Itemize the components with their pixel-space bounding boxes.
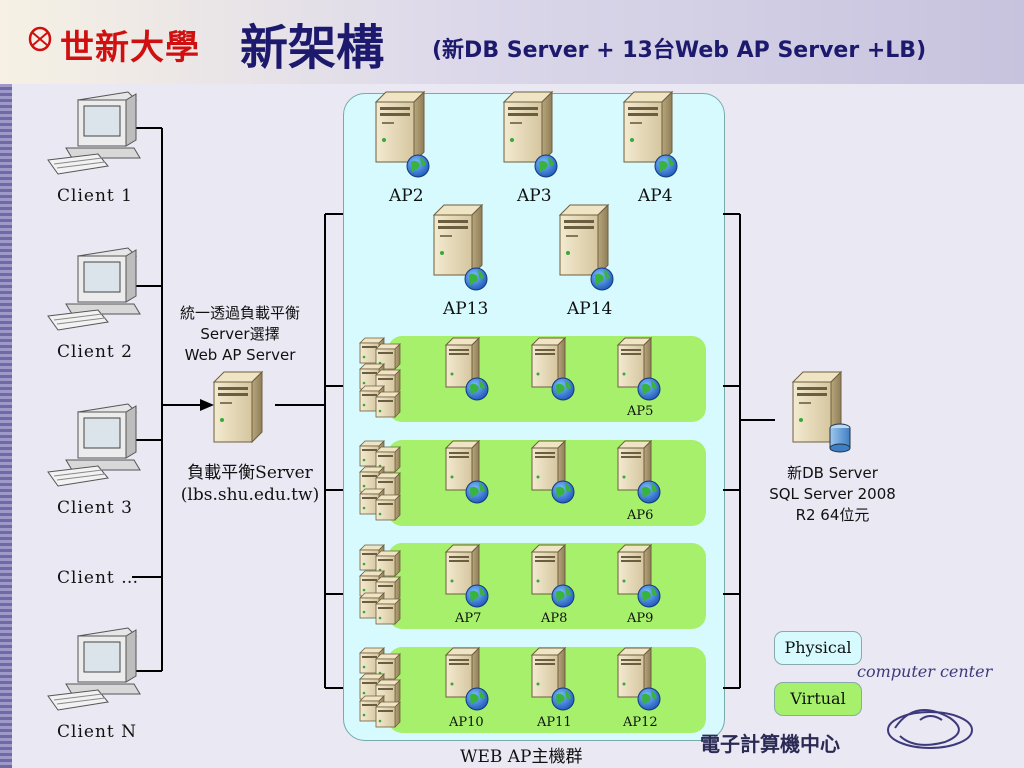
host-stack-4-icon [360,648,400,727]
lb-note: 統一透過負載平衡 Server選擇 Web AP Server [165,303,315,366]
client-1-icon [47,91,141,175]
client-label: Client N [57,722,138,742]
ap13-server-icon [433,204,488,291]
ap-group-label: WEB AP主機群 [460,747,583,767]
vm-label: AP8 [541,611,568,626]
ap14-server-icon [559,204,614,291]
computer-center-name: 電子計算機中心 [700,732,840,756]
ap-label: AP14 [567,299,613,319]
client-label: Client 2 [57,342,133,362]
client-label: Client 1 [57,186,133,206]
client-n-icon [47,627,141,711]
vserver-row-2 [445,440,661,504]
lb-note-line: Server選擇 [200,325,280,343]
db-label-line: 新DB Server [787,464,878,482]
lb-label: 負載平衡Server (lbs.shu.edu.tw) [170,462,330,506]
page-subtitle: (新DB Server + 13台Web AP Server +LB) [432,38,927,63]
ap-label: AP13 [443,299,489,319]
lb-label-line: (lbs.shu.edu.tw) [180,485,320,505]
vserver-row-1 [445,337,661,401]
school-logo [28,26,52,52]
lb-wiring [275,213,343,689]
ap4-server-icon [623,91,678,178]
arrow-to-lb [200,399,214,411]
vm-label: AP11 [537,715,572,730]
ap-label: AP2 [389,186,424,206]
host-stack-2-icon [360,441,400,520]
lb-note-line: Web AP Server [184,346,296,364]
client-label: Client … [57,568,140,588]
host-stack-3-icon [360,545,400,624]
vm-label: AP10 [449,715,484,730]
host-stack-1-icon [360,338,400,417]
db-label-line: R2 64位元 [795,506,870,524]
db-wiring [723,213,775,689]
vm-label: AP9 [627,611,654,626]
db-label: 新DB Server SQL Server 2008 R2 64位元 [745,463,920,526]
lb-label-line: 負載平衡Server [187,463,313,483]
legend-physical: Physical [774,631,862,665]
school-name: 世新大學 [60,28,200,68]
ap2-server-icon [375,91,430,178]
vm-label: AP12 [623,715,658,730]
computer-center-logo-text: computer center [857,662,993,681]
ap3-server-icon [503,91,558,178]
lb-note-line: 統一透過負載平衡 [179,304,300,322]
client-2-icon [47,247,141,331]
ap-label: AP3 [517,186,552,206]
load-balancer-server-icon [213,371,263,443]
header-banner [0,0,1024,84]
db-label-line: SQL Server 2008 [769,485,896,503]
db-server-icon [792,371,851,453]
vm-label: AP7 [455,611,482,626]
page-title: 新架構 [240,20,385,76]
vm-label: AP5 [627,404,654,419]
legend-virtual: Virtual [774,682,862,716]
computer-center-logo-icon [887,709,973,749]
client-wiring [132,127,207,672]
vm-label: AP6 [627,508,654,523]
left-decor-bar [0,84,12,768]
client-3-icon [47,403,141,487]
vserver-row-3 [445,544,661,608]
ap-label: AP4 [638,186,673,206]
client-label: Client 3 [57,498,133,518]
vserver-row-4 [445,647,661,711]
